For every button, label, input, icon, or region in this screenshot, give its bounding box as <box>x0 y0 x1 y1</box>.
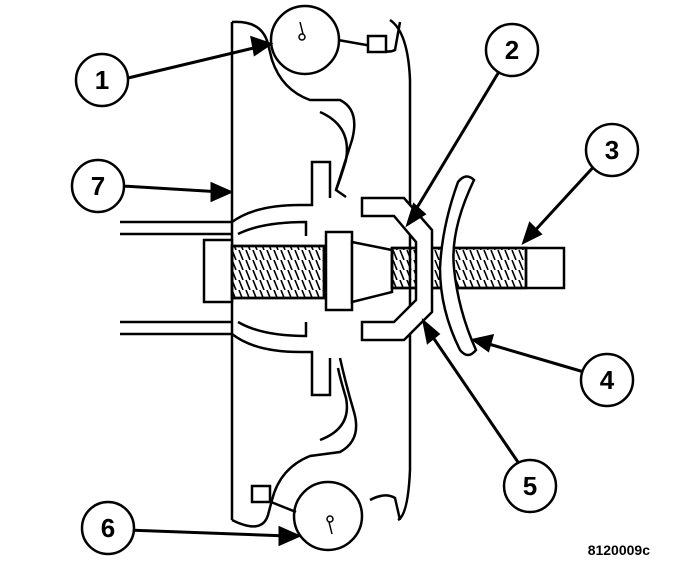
callout-6-label: 6 <box>101 513 115 543</box>
callout-1: 1 <box>74 52 130 108</box>
wheel-rim <box>230 18 412 528</box>
callout-3-label: 3 <box>605 135 619 165</box>
top-wheel-weight <box>269 4 388 76</box>
callout-5-label: 5 <box>523 471 537 501</box>
spindle-spring <box>202 230 354 312</box>
callout-2: 2 <box>484 22 540 78</box>
callout-4: 4 <box>579 352 635 408</box>
callout-5: 5 <box>502 458 558 514</box>
balancer-shaft <box>120 160 332 397</box>
pressure-cup <box>360 196 434 342</box>
callout-1-label: 1 <box>95 65 109 95</box>
figure-id-text: 8120009c <box>588 542 651 558</box>
callout-4-label: 4 <box>600 365 615 395</box>
clamp-plate <box>438 175 478 357</box>
bottom-wheel-weight <box>250 480 364 552</box>
threaded-stub-shaft <box>390 246 566 290</box>
callout-7: 7 <box>70 158 126 214</box>
leader-arrows <box>121 35 600 547</box>
callout-6: 6 <box>80 500 136 556</box>
callout-2-label: 2 <box>505 35 519 65</box>
callout-3: 3 <box>584 122 640 178</box>
centering-cone <box>350 240 394 304</box>
callout-7-label: 7 <box>91 171 105 201</box>
